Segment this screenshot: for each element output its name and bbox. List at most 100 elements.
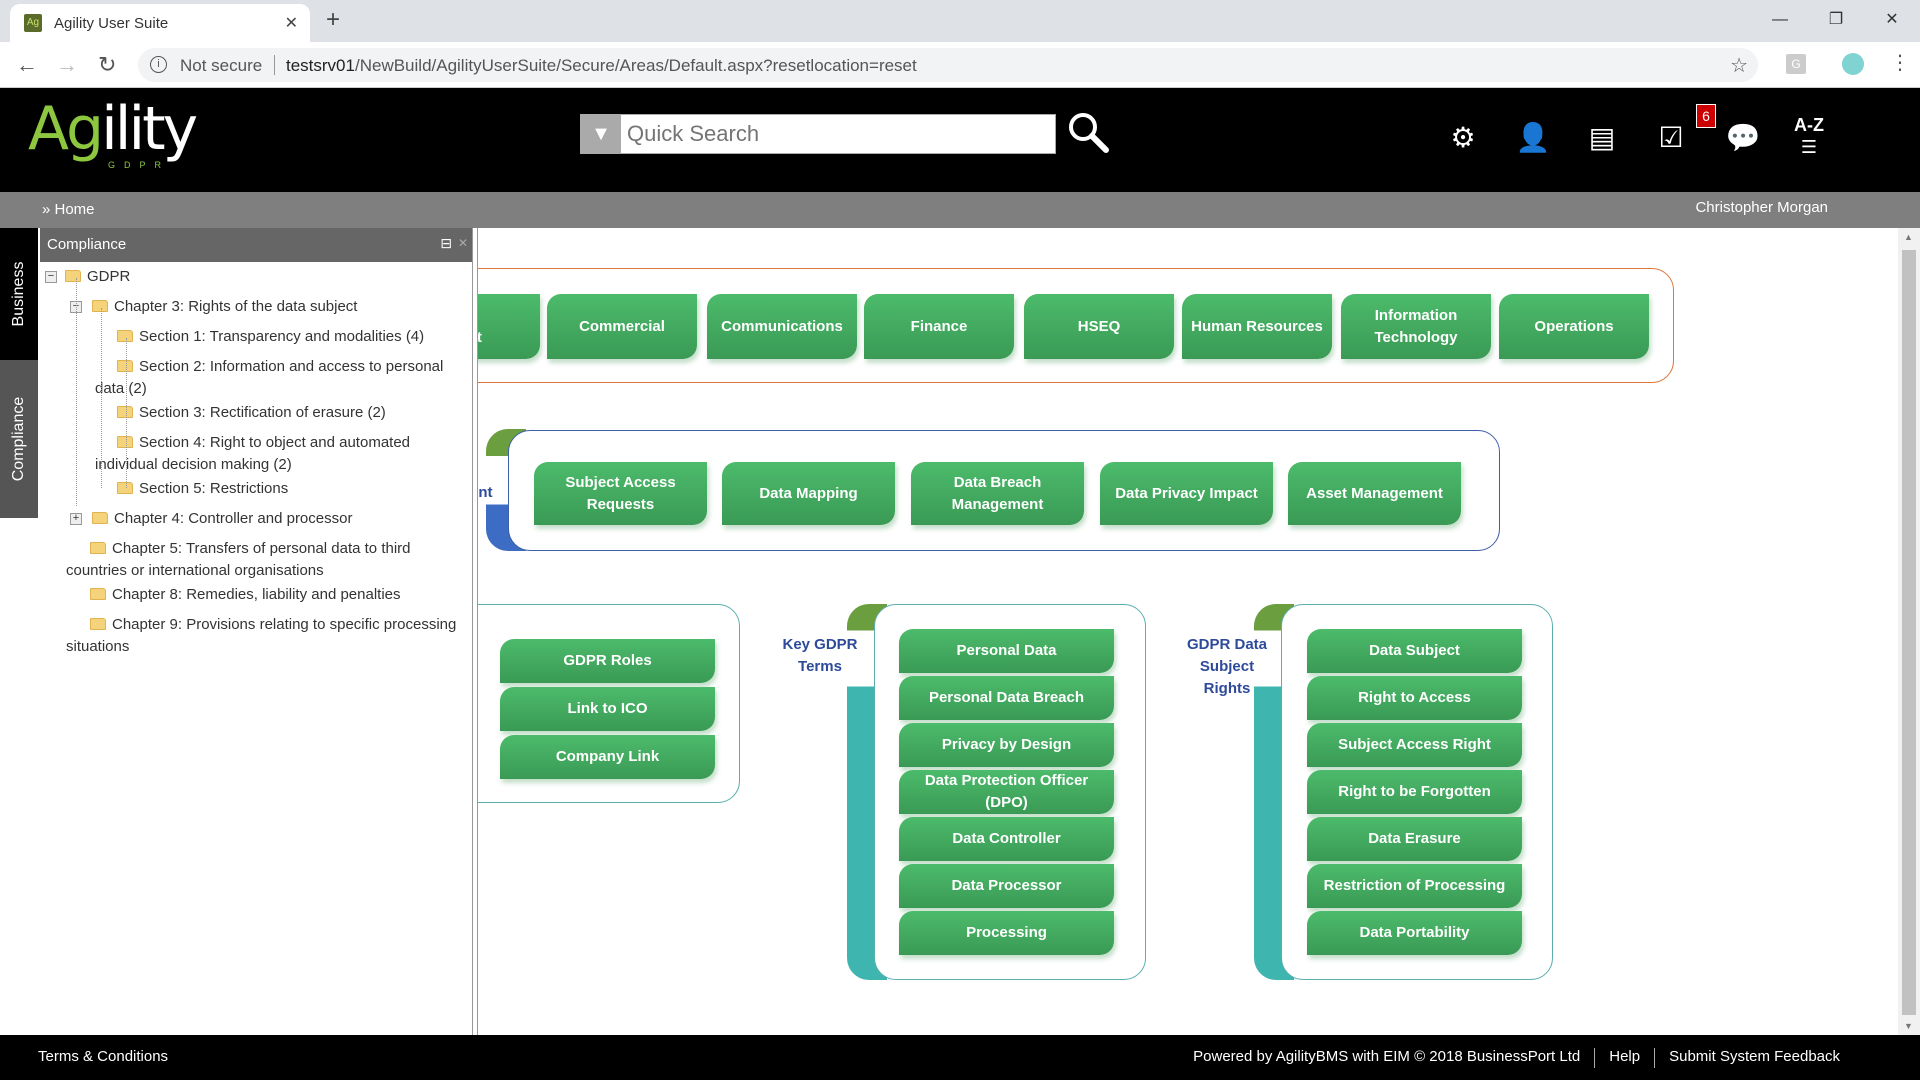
- link-button[interactable]: Link to ICO: [500, 687, 715, 731]
- tree-item[interactable]: Chapter 4: Controller and processor: [92, 508, 352, 530]
- collapse-icon[interactable]: −: [45, 271, 57, 283]
- side-tab-label: Compliance: [10, 396, 27, 482]
- tree-item[interactable]: Section 3: Rectification of erasure (2): [117, 402, 386, 424]
- address-bar-row: ← → ↻ i Not secure testsrv01/NewBuild/Ag…: [0, 42, 1920, 88]
- scroll-down-icon[interactable]: ▼: [1904, 1021, 1913, 1031]
- close-panel-icon[interactable]: ✕: [457, 236, 468, 250]
- search-filter-dropdown-icon[interactable]: ▼: [581, 115, 621, 153]
- folder-icon: [65, 270, 81, 282]
- browser-menu-icon[interactable]: ⋮: [1890, 52, 1910, 74]
- folder-open-icon: [90, 588, 106, 600]
- vertical-scrollbar[interactable]: ▲ ▼: [1898, 228, 1920, 1035]
- link-button[interactable]: Company Link: [500, 735, 715, 779]
- quick-search-input[interactable]: [623, 115, 1053, 153]
- key-term-button[interactable]: Processing: [899, 911, 1114, 955]
- panel-splitter[interactable]: [472, 228, 478, 1035]
- close-tab-icon[interactable]: ✕: [284, 15, 298, 32]
- management-button[interactable]: Data Privacy Impact: [1100, 462, 1273, 525]
- business-area-button[interactable]: Information Technology: [1341, 294, 1491, 359]
- footer: Terms & Conditions Powered by AgilityBMS…: [0, 1035, 1920, 1080]
- reload-icon[interactable]: ↻: [98, 52, 117, 77]
- scrollbar-thumb[interactable]: [1902, 250, 1916, 1015]
- tree-item[interactable]: Chapter 8: Remedies, liability and penal…: [90, 584, 401, 606]
- subject-right-button[interactable]: Data Portability: [1307, 911, 1522, 955]
- user-name[interactable]: Christopher Morgan: [1695, 199, 1828, 216]
- clipboard-check-icon[interactable]: ☑: [1658, 122, 1684, 153]
- business-area-button[interactable]: HSEQ: [1024, 294, 1174, 359]
- forward-icon[interactable]: →: [56, 52, 78, 77]
- business-area-button[interactable]: Human Resources: [1182, 294, 1332, 359]
- subject-right-button[interactable]: Right to Access: [1307, 676, 1522, 720]
- tree-item-label: Section 2: Information and access to per…: [139, 358, 444, 375]
- tree-item-label-cont[interactable]: data (2): [95, 380, 147, 397]
- tree-item-label-cont[interactable]: individual decision making (2): [95, 456, 292, 473]
- help-link[interactable]: Help: [1609, 1048, 1641, 1065]
- key-term-button[interactable]: Data Processor: [899, 864, 1114, 908]
- tree-item[interactable]: Section 4: Right to object and automated: [117, 432, 410, 454]
- management-button[interactable]: Data Mapping: [722, 462, 895, 525]
- a-z-books-icon[interactable]: A-Z☰: [1794, 115, 1824, 157]
- scroll-up-icon[interactable]: ▲: [1904, 232, 1913, 242]
- info-icon[interactable]: i: [150, 56, 167, 73]
- pin-icon[interactable]: ⊟: [440, 235, 452, 251]
- quick-search: ▼: [580, 114, 1056, 154]
- contact-card-icon[interactable]: 👤: [1515, 122, 1551, 153]
- folder-icon: [117, 436, 133, 448]
- terms-link[interactable]: Terms & Conditions: [38, 1048, 169, 1065]
- tree-item[interactable]: Chapter 3: Rights of the data subject: [92, 296, 357, 318]
- tree-item[interactable]: Section 5: Restrictions: [117, 478, 288, 500]
- business-area-button[interactable]: Commercial: [547, 294, 697, 359]
- tree-item-label-cont[interactable]: situations: [66, 638, 130, 655]
- business-area-button[interactable]: Communications: [707, 294, 857, 359]
- business-area-button[interactable]: Operations: [1499, 294, 1649, 359]
- extension-icon[interactable]: G: [1786, 54, 1806, 74]
- link-button[interactable]: GDPR Roles: [500, 639, 715, 683]
- tree-item-label: Chapter 9: Provisions relating to specif…: [112, 616, 457, 633]
- tree-item-label-cont[interactable]: countries or international organisations: [66, 562, 324, 579]
- key-term-button[interactable]: Personal Data: [899, 629, 1114, 673]
- tree-item[interactable]: Section 1: Transparency and modalities (…: [117, 326, 424, 348]
- tree-item[interactable]: GDPR: [65, 266, 130, 288]
- tree-item[interactable]: Chapter 5: Transfers of personal data to…: [90, 538, 411, 560]
- az-label: A-Z: [1794, 115, 1824, 135]
- document-icon[interactable]: ▤: [1588, 122, 1616, 153]
- management-button[interactable]: Data Breach Management: [911, 462, 1084, 525]
- side-tab-compliance[interactable]: Compliance: [0, 360, 38, 518]
- subject-right-button[interactable]: Subject Access Right: [1307, 723, 1522, 767]
- key-term-button[interactable]: Personal Data Breach: [899, 676, 1114, 720]
- feedback-link[interactable]: Submit System Feedback: [1669, 1048, 1840, 1065]
- agility-logo[interactable]: Agility: [28, 94, 198, 164]
- search-icon[interactable]: [1066, 110, 1110, 154]
- business-area-button[interactable]: ess ment: [478, 294, 540, 359]
- key-term-button[interactable]: Privacy by Design: [899, 723, 1114, 767]
- tree-item[interactable]: Section 2: Information and access to per…: [117, 356, 443, 378]
- new-tab-button[interactable]: +: [326, 6, 341, 33]
- management-button[interactable]: Asset Management: [1288, 462, 1461, 525]
- business-area-button[interactable]: Finance: [864, 294, 1014, 359]
- key-term-button[interactable]: Data Controller: [899, 817, 1114, 861]
- minimize-icon[interactable]: —: [1772, 11, 1788, 28]
- management-button[interactable]: Subject Access Requests: [534, 462, 707, 525]
- side-tab-business[interactable]: Business: [0, 228, 38, 360]
- profile-avatar[interactable]: [1842, 53, 1864, 75]
- tree-item[interactable]: Chapter 9: Provisions relating to specif…: [90, 614, 456, 636]
- breadcrumb-home[interactable]: » Home: [42, 201, 95, 218]
- expand-icon[interactable]: +: [70, 513, 82, 525]
- subject-right-button[interactable]: Data Erasure: [1307, 817, 1522, 861]
- url-bar[interactable]: i Not secure testsrv01/NewBuild/AgilityU…: [138, 48, 1758, 82]
- bookmark-star-icon[interactable]: ☆: [1730, 55, 1748, 77]
- subject-right-button[interactable]: Restriction of Processing: [1307, 864, 1522, 908]
- document-settings-icon[interactable]: ⚙: [1450, 122, 1476, 153]
- browser-tab[interactable]: Ag Agility User Suite ✕: [10, 4, 310, 42]
- close-window-icon[interactable]: ✕: [1885, 11, 1899, 28]
- restore-icon[interactable]: ❐: [1828, 11, 1844, 28]
- key-term-button[interactable]: Data Protection Officer (DPO): [899, 770, 1114, 814]
- url-text[interactable]: testsrv01/NewBuild/AgilityUserSuite/Secu…: [286, 56, 917, 76]
- favicon: Ag: [24, 14, 42, 32]
- subject-right-button[interactable]: Data Subject: [1307, 629, 1522, 673]
- chat-quote-icon[interactable]: 💬: [1725, 122, 1761, 153]
- subject-right-button[interactable]: Right to be Forgotten: [1307, 770, 1522, 814]
- panel-header: Compliance ⊟ ✕: [40, 228, 472, 262]
- back-icon[interactable]: ←: [16, 52, 38, 77]
- tree-line: [126, 338, 127, 488]
